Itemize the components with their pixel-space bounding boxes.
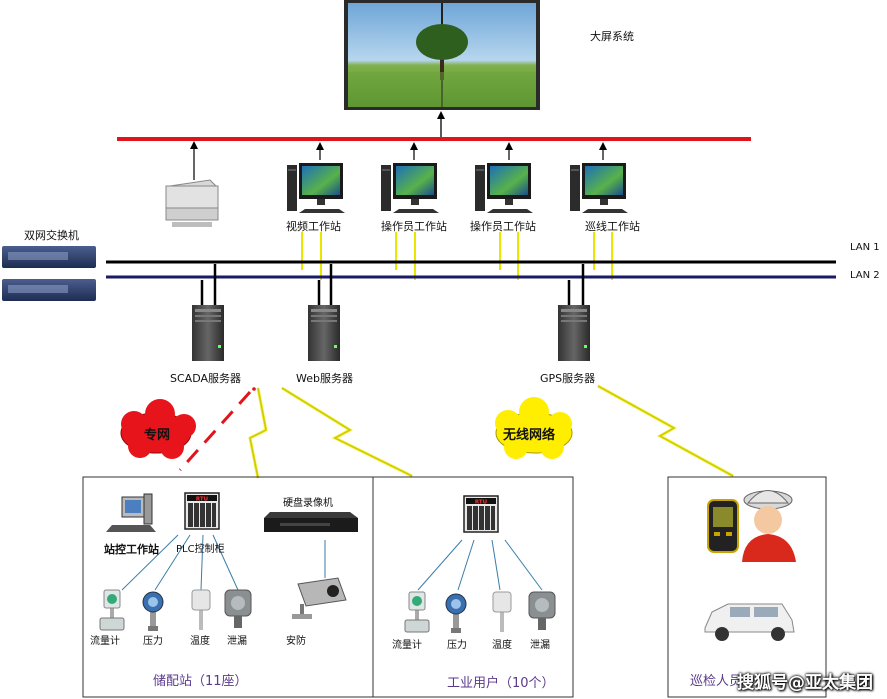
scada-server-label: SCADA服务器: [170, 372, 241, 385]
printer-link-arrow: [190, 141, 198, 149]
station-sensor-leak-label: 泄漏: [227, 636, 247, 647]
vehicle-icon: [704, 603, 795, 641]
wireless-net-label: 无线网络: [503, 428, 556, 443]
server-lan-links: [200, 264, 585, 310]
wireless-link-web-fill: [281, 386, 413, 478]
security-label: 安防: [286, 636, 306, 647]
pressure-gauge-icon: [142, 591, 164, 632]
wireless-link-gps-fill: [597, 384, 734, 478]
workstation-label-operator-1: 操作员工作站: [381, 220, 447, 233]
station-sensor-pressure-label: 压力: [143, 636, 163, 647]
station-sensor-flow-label: 流量计: [90, 636, 120, 647]
gps-handheld-icon: [707, 499, 739, 553]
switch-label: 双网交换机: [24, 229, 79, 242]
workstation-uplink-arrows: [316, 142, 607, 150]
workstation-icon: [287, 163, 345, 213]
server-icon: [308, 305, 340, 361]
private-net-cloud: [120, 399, 196, 459]
wireless-link-scada-fill: [248, 387, 268, 479]
industrial-sensor-pressure-label: 压力: [447, 640, 467, 651]
camera-icon: [292, 577, 347, 619]
dvr-icon: [264, 512, 358, 532]
rtu-icon: [184, 492, 220, 530]
patrol-box-caption: 巡检人员: [690, 674, 743, 689]
station-console-label: 站控工作站: [104, 543, 159, 556]
printer-icon: [165, 179, 219, 227]
server-icon: [192, 305, 224, 361]
leak-detector-icon: [528, 591, 556, 631]
station-sensor-temp-label: 温度: [190, 636, 210, 647]
pressure-gauge-icon: [445, 593, 467, 634]
industrial-sensor-flow-label: 流量计: [392, 640, 422, 651]
lan1-label: LAN 1: [850, 242, 880, 253]
switch-icon: [2, 279, 96, 301]
temperature-sensor-icon: [191, 589, 211, 631]
lan2-label: LAN 2: [850, 270, 880, 281]
flow-meter-icon: [404, 591, 430, 633]
gps-server-label: GPS服务器: [540, 372, 596, 385]
private-net-link: [178, 390, 252, 472]
wireless-net-cloud: [495, 397, 573, 459]
industrial-sensor-links: [417, 539, 543, 591]
screen-uplink-arrow: [437, 111, 445, 119]
station-box-caption: 储配站（11座）: [153, 674, 248, 689]
workstation-icon: [570, 163, 628, 213]
workstation-uplinks: [319, 148, 604, 160]
workstation-label-patrol: 巡线工作站: [585, 220, 640, 233]
temperature-sensor-icon: [492, 591, 512, 633]
workstation-label-operator-2: 操作员工作站: [470, 220, 536, 233]
dvr-label: 硬盘录像机: [283, 498, 333, 509]
workstation-label-video: 视频工作站: [286, 220, 341, 233]
industrial-sensor-leak-label: 泄漏: [530, 640, 550, 651]
private-net-dot: [252, 387, 256, 391]
leak-detector-icon: [224, 589, 252, 629]
industrial-sensor-temp-label: 温度: [492, 640, 512, 651]
web-server-label: Web服务器: [296, 372, 353, 385]
big-screen-label: 大屏系统: [590, 30, 634, 43]
server-icon: [558, 305, 590, 361]
industrial-box-caption: 工业用户（10个）: [447, 676, 555, 691]
industrial-box: [372, 476, 574, 698]
switch-icon: [2, 246, 96, 268]
rtu-icon: [463, 495, 499, 533]
patrol-box: [667, 476, 827, 698]
worker-icon: [742, 490, 796, 562]
station-sensor-links: [121, 534, 239, 591]
private-net-label: 专网: [144, 428, 171, 443]
station-console-icon: [106, 493, 156, 532]
workstation-icon: [475, 163, 533, 213]
plc-cabinet-label: PLC控制柜: [176, 544, 225, 555]
workstation-lan-links: [301, 232, 613, 280]
flow-meter-icon: [99, 589, 125, 631]
wireless-link-gps: [597, 385, 734, 477]
workstation-icon: [381, 163, 439, 213]
watermark: 搜狐号@亚太集团: [737, 673, 873, 693]
display-wall-icon: [344, 0, 540, 110]
